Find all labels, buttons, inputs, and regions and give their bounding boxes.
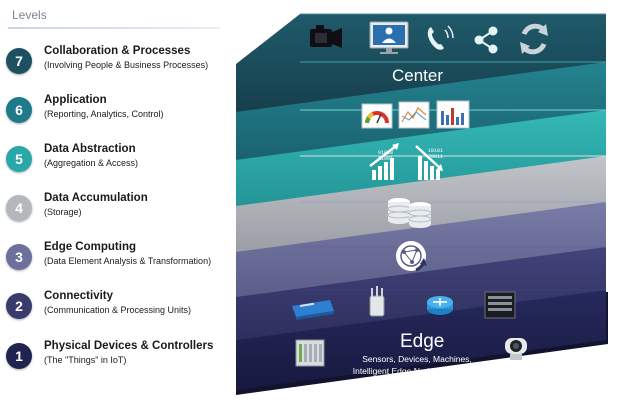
level-2: 2 Connectivity (Communication & Processi… bbox=[0, 287, 235, 327]
router-icon bbox=[427, 296, 453, 315]
level-badge: 7 bbox=[6, 48, 32, 74]
phone-icon bbox=[427, 25, 454, 50]
level-5: 5 Data Abstraction (Aggregation & Access… bbox=[0, 140, 235, 180]
chart-thumbnail-icon bbox=[398, 101, 430, 129]
level-4: 4 Data Accumulation (Storage) bbox=[0, 189, 235, 229]
video-camera-icon bbox=[310, 25, 342, 48]
database-icon bbox=[387, 198, 432, 228]
telepresence-camera-icon bbox=[505, 338, 527, 360]
level-title: Connectivity bbox=[44, 290, 114, 302]
header-underline bbox=[8, 27, 220, 29]
controller-icon bbox=[295, 339, 325, 367]
level-badge: 6 bbox=[6, 97, 32, 123]
monitor-user-icon bbox=[369, 21, 409, 54]
bar-chart-thumbnail-icon bbox=[436, 100, 470, 129]
level-title: Edge Computing bbox=[44, 241, 136, 253]
gauge-icon bbox=[361, 103, 393, 129]
rack-server-icon bbox=[484, 291, 516, 319]
levels-header: Levels bbox=[8, 3, 220, 29]
level-title: Physical Devices & Controllers bbox=[44, 340, 214, 352]
level-title: Data Accumulation bbox=[44, 192, 148, 204]
level-title: Data Abstraction bbox=[44, 143, 136, 155]
edge-subtitle-2: Intelligent Edge Nodes of all types bbox=[352, 366, 482, 376]
access-point-icon bbox=[369, 286, 385, 317]
data-growth-icon: 01010 11001 bbox=[369, 143, 399, 180]
level-subtitle: (Reporting, Analytics, Control) bbox=[44, 109, 164, 119]
edge-process-icon bbox=[396, 241, 427, 272]
level-subtitle: (Communication & Processing Units) bbox=[44, 305, 192, 315]
data-decline-icon: 10101 70011 bbox=[415, 145, 443, 180]
level-badge: 5 bbox=[6, 146, 32, 172]
level-title: Collaboration & Processes bbox=[44, 45, 191, 57]
level-3: 3 Edge Computing (Data Element Analysis … bbox=[0, 238, 235, 278]
level-subtitle: (Storage) bbox=[44, 207, 82, 217]
level-badge: 1 bbox=[6, 343, 32, 369]
level-subtitle: (Data Element Analysis & Transformation) bbox=[44, 256, 212, 266]
level-6: 6 Application (Reporting, Analytics, Con… bbox=[0, 91, 235, 131]
levels-header-title: Levels bbox=[12, 8, 47, 22]
edge-label: Edge bbox=[400, 331, 445, 352]
level-subtitle: (Aggregation & Access) bbox=[44, 158, 139, 168]
svg-text:70011: 70011 bbox=[428, 154, 443, 160]
level-badge: 4 bbox=[6, 195, 32, 221]
level-subtitle: (The "Things" in IoT) bbox=[44, 355, 127, 365]
edge-subtitle-1: Sensors, Devices, Machines, bbox=[362, 354, 472, 364]
svg-text:11001: 11001 bbox=[378, 156, 393, 162]
level-badge: 2 bbox=[6, 293, 32, 319]
level-7: 7 Collaboration & Processes (Involving P… bbox=[0, 42, 235, 82]
svg-text:10101: 10101 bbox=[428, 148, 443, 154]
level-badge: 3 bbox=[6, 244, 32, 270]
sync-icon bbox=[520, 23, 548, 55]
level-title: Application bbox=[44, 94, 107, 106]
level-subtitle: (Involving People & Business Processes) bbox=[44, 60, 209, 70]
share-icon bbox=[474, 26, 498, 54]
switch-icon bbox=[292, 300, 334, 320]
level-1: 1 Physical Devices & Controllers (The "T… bbox=[0, 337, 235, 377]
center-label: Center bbox=[392, 66, 444, 85]
